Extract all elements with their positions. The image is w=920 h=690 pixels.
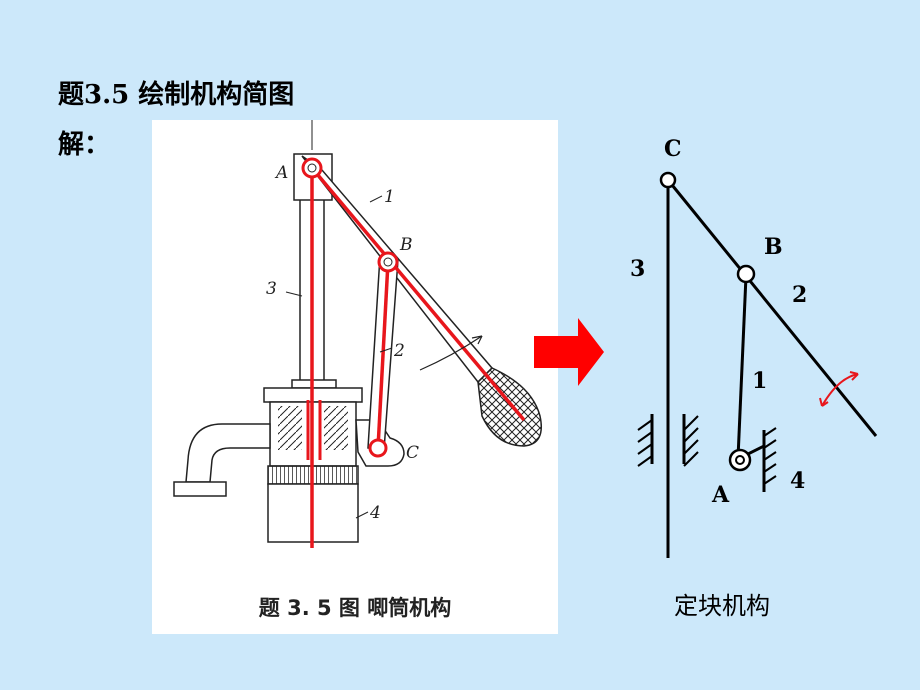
pump-mechanism-figure: A 1 B 3 2 C 4 题 3. 5 图 唧筒机构 — [152, 120, 558, 634]
spout — [185, 423, 271, 483]
label-b: B — [399, 235, 413, 255]
scheme-label-a: A — [711, 482, 730, 508]
scheme-label-b: B — [764, 234, 783, 260]
right-arrow-icon — [534, 318, 604, 386]
label-4: 4 — [369, 503, 381, 523]
scheme-label-4: 4 — [790, 468, 805, 494]
scheme-link-1 — [736, 275, 748, 459]
scheme-joint-b — [736, 264, 756, 284]
kinematic-scheme: C B 3 2 1 A 4 — [630, 136, 878, 558]
label-2: 2 — [393, 341, 405, 361]
lever-handle — [477, 367, 542, 447]
joint-c — [368, 438, 388, 458]
label-1: 1 — [384, 187, 395, 207]
scheme-label-c: C — [664, 136, 682, 162]
label-a: A — [274, 163, 288, 183]
scheme-caption: 定块机构 — [674, 592, 770, 620]
scheme-joint-c — [659, 171, 677, 189]
label-c: C — [406, 443, 419, 463]
red-line-lever — [310, 166, 526, 422]
figure-caption: 题 3. 5 图 唧筒机构 — [258, 596, 452, 620]
scheme-link-2 — [666, 179, 878, 437]
solution-label: 解： — [58, 130, 111, 160]
red-line-link — [376, 261, 390, 449]
pump-drawing: A 1 B 3 2 C 4 — [173, 120, 542, 548]
scheme-label-2: 2 — [792, 282, 807, 308]
guide-hatch — [637, 415, 699, 467]
rotation-arrow-icon — [821, 373, 859, 407]
slide-title: 题3.5 绘制机构简图 — [58, 80, 295, 110]
ground-hatch-a — [763, 427, 777, 485]
scheme-label-1: 1 — [752, 368, 767, 394]
label-3: 3 — [266, 279, 277, 299]
scheme-label-3: 3 — [630, 256, 645, 282]
